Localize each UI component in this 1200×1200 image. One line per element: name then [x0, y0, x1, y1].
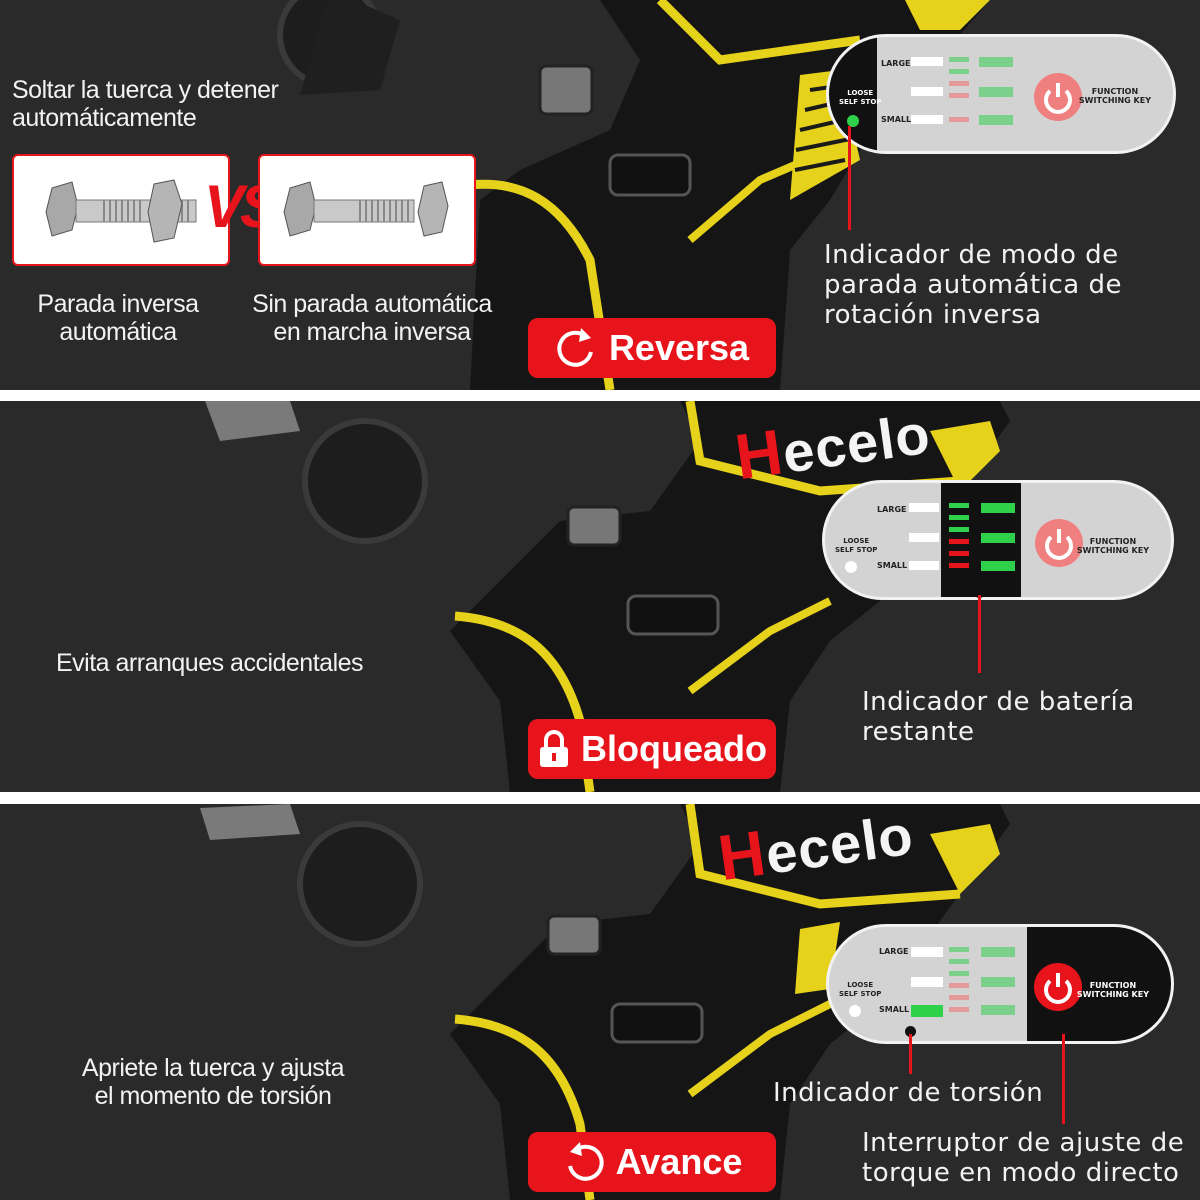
locked-description: Evita arranques accidentales	[56, 649, 364, 677]
bolt-with-separate-nut-image	[258, 154, 476, 266]
small-label: SMALL	[879, 1005, 910, 1014]
forward-mode-panel: Hecelo Apriete la tuerca y ajusta el mom…	[0, 804, 1200, 1200]
power-button[interactable]	[1034, 963, 1082, 1011]
power-button[interactable]	[1035, 519, 1083, 567]
forward-description: Apriete la tuerca y ajusta el momento de…	[81, 1054, 345, 1110]
self-stop-led	[849, 1005, 861, 1017]
self-stop-label: SELF STOP	[839, 990, 882, 998]
bolt-with-nut-image	[12, 154, 230, 266]
auto-stop-indicator-callout: Indicador de modo de parada automática d…	[824, 240, 1122, 330]
function-label: FUNCTION	[1091, 87, 1139, 96]
locked-mode-panel: Hecelo Evita arranques accidentales LOOS…	[0, 401, 1200, 792]
torque-switch-callout: Interruptor de ajuste de torque en modo …	[862, 1128, 1185, 1188]
reverse-mode-label: Reversa	[608, 327, 750, 368]
large-label: LARGE	[877, 505, 907, 514]
callout-pointer	[978, 595, 981, 673]
impact-wrench-image	[277, 0, 990, 390]
switching-key-label: SWITCHING KEY	[1076, 990, 1149, 999]
torque-small-led	[911, 1005, 943, 1017]
large-label: LARGE	[881, 59, 911, 68]
bolt-icon	[283, 181, 449, 237]
forward-mode-button[interactable]: Avance	[528, 1132, 776, 1192]
rotate-icon	[557, 328, 593, 367]
function-label: FUNCTION	[1089, 981, 1137, 990]
rotate-icon	[567, 1142, 604, 1181]
large-label: LARGE	[879, 947, 909, 956]
torque-callout-dot	[905, 1026, 916, 1037]
bolt-icon	[45, 179, 197, 243]
switching-key-label: SWITCHING KEY	[1078, 96, 1151, 105]
self-stop-label: SELF STOP	[835, 546, 878, 554]
small-label: SMALL	[881, 115, 912, 124]
reverse-mode-button[interactable]: Reversa	[528, 318, 776, 378]
small-label: SMALL	[877, 561, 908, 570]
auto-stop-label: Parada inversa automática	[37, 290, 199, 346]
function-label: FUNCTION	[1089, 537, 1137, 546]
switch-callout-pointer	[1062, 1034, 1065, 1124]
forward-mode-label: Avance	[615, 1141, 743, 1182]
callout-dot	[974, 587, 985, 598]
reverse-description: Soltar la tuerca y detener automáticamen…	[12, 76, 279, 132]
loose-label: LOOSE	[843, 537, 870, 545]
power-icon	[1044, 83, 1072, 114]
loose-label: LOOSE	[847, 981, 874, 989]
power-button[interactable]	[1034, 73, 1082, 121]
no-auto-stop-label: Sin parada automática en marcha inversa	[252, 290, 492, 346]
locked-mode-button[interactable]: Bloqueado	[528, 719, 776, 779]
switching-key-label: SWITCHING KEY	[1076, 546, 1149, 555]
lock-icon	[540, 730, 568, 767]
torque-callout-pointer	[909, 1034, 912, 1074]
impact-wrench-image	[200, 804, 1010, 1200]
self-stop-led	[847, 115, 859, 127]
locked-mode-label: Bloqueado	[581, 728, 767, 769]
impact-wrench-image	[205, 401, 1010, 792]
panel-divider	[0, 792, 1200, 804]
switch-callout-dot	[1058, 1026, 1069, 1037]
reverse-mode-panel: Soltar la tuerca y detener automáticamen…	[0, 0, 1200, 390]
torque-indicator-callout: Indicador de torsión	[773, 1078, 1044, 1108]
power-icon	[1045, 529, 1073, 560]
power-icon	[1044, 973, 1072, 1004]
callout-pointer	[848, 126, 851, 230]
self-stop-led	[845, 561, 857, 573]
self-stop-label: SELF STOP	[839, 98, 882, 106]
battery-indicator-callout: Indicador de batería restante	[862, 687, 1135, 747]
panel-divider	[0, 390, 1200, 401]
loose-label: LOOSE	[847, 89, 874, 97]
